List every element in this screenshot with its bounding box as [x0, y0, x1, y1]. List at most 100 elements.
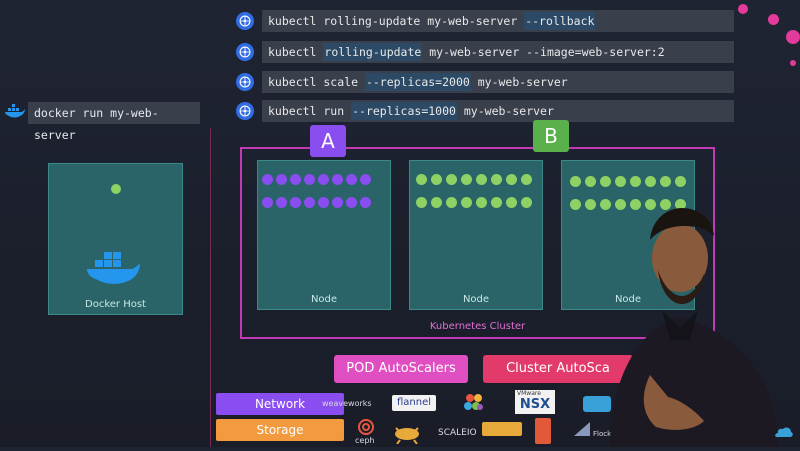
- pod: [615, 176, 626, 187]
- pod: [360, 197, 371, 208]
- decor-dot: [738, 4, 748, 14]
- pod: [346, 174, 357, 185]
- pod: [600, 199, 611, 210]
- command-text: kubectl scale --replicas=2000 my-web-ser…: [262, 71, 734, 93]
- ceph-logo-icon: [357, 418, 375, 440]
- command-text: kubectl run --replicas=1000 my-web-serve…: [262, 100, 734, 122]
- pod: [304, 197, 315, 208]
- pod: [600, 176, 611, 187]
- pod: [570, 199, 581, 210]
- pod: [645, 176, 656, 187]
- weaveworks-logo: weaveworks: [322, 399, 372, 408]
- pod: [416, 197, 427, 208]
- glusterfs-logo-icon: [390, 420, 424, 448]
- pod: [585, 199, 596, 210]
- node: Node: [257, 160, 391, 310]
- flannel-logo: flannel: [392, 395, 436, 411]
- pod: [346, 197, 357, 208]
- pod: [491, 197, 502, 208]
- cloud-logo-icon: [583, 396, 611, 412]
- flannel-logo-text: flannel: [396, 397, 432, 408]
- network-tag: Network: [216, 393, 344, 415]
- pod: [318, 197, 329, 208]
- pod: [304, 174, 315, 185]
- docker-whale-icon: [85, 250, 145, 294]
- pod: [476, 174, 487, 185]
- kubernetes-icon: [236, 43, 254, 61]
- pod-group: [570, 176, 690, 210]
- docker-host: Docker Host: [48, 163, 183, 315]
- pod: [416, 174, 427, 185]
- pod-group: [262, 174, 374, 208]
- decor-dot: [790, 60, 796, 66]
- docker-icon: [4, 104, 26, 124]
- nsx-text: NSX: [519, 397, 551, 412]
- pod: [506, 174, 517, 185]
- scaleio-logo: SCALEIO: [438, 428, 477, 438]
- ceph-logo: ceph: [355, 436, 375, 445]
- presenter: [590, 200, 800, 447]
- pod: [491, 174, 502, 185]
- command-text: kubectl rolling-update my-web-server --r…: [262, 10, 734, 32]
- node-label: Node: [310, 294, 338, 305]
- kubernetes-icon: [236, 12, 254, 30]
- pod: [431, 197, 442, 208]
- cluster-label: Kubernetes Cluster: [429, 321, 526, 332]
- pod-autoscalers-button[interactable]: POD AutoScalers: [334, 355, 468, 383]
- pod: [446, 197, 457, 208]
- pod: [660, 176, 671, 187]
- pod: [262, 197, 273, 208]
- pod: [521, 174, 532, 185]
- storage-tag: Storage: [216, 419, 344, 441]
- decor-dot: [786, 30, 800, 44]
- pod: [461, 197, 472, 208]
- pod: [675, 176, 686, 187]
- pod: [615, 199, 626, 210]
- kubernetes-icon: [236, 102, 254, 120]
- pod: [630, 176, 641, 187]
- docker-host-label: Docker Host: [85, 299, 146, 310]
- pod: [675, 199, 686, 210]
- pod: [476, 197, 487, 208]
- pod: [446, 174, 457, 185]
- version-a-badge: A: [310, 125, 346, 157]
- command-row: kubectl rolling-update my-web-server --r…: [236, 10, 734, 32]
- node: Node: [409, 160, 543, 310]
- pod: [332, 174, 343, 185]
- kubernetes-icon: [236, 73, 254, 91]
- divider: [210, 128, 211, 447]
- command-row: kubectl rolling-update my-web-server --i…: [236, 41, 734, 63]
- pod: [630, 199, 641, 210]
- pod: [431, 174, 442, 185]
- channel-logo-icon: [774, 424, 794, 443]
- portworx-logo-icon: [482, 422, 522, 436]
- pod: [332, 197, 343, 208]
- kubernetes-cluster: Kubernetes Cluster: [240, 147, 715, 339]
- storage-box-icon: [535, 418, 551, 444]
- pod: [111, 184, 121, 194]
- command-row: kubectl run --replicas=1000 my-web-serve…: [236, 100, 734, 122]
- pod: [290, 197, 301, 208]
- pod: [521, 197, 532, 208]
- node-label: Node: [614, 294, 642, 305]
- calico-logo-icon: [463, 392, 485, 418]
- pod: [585, 176, 596, 187]
- node-label: Node: [462, 294, 490, 305]
- cluster-autoscalers-button[interactable]: Cluster AutoSca: [483, 355, 633, 383]
- pod: [262, 174, 273, 185]
- docker-command: docker run my-web-server: [28, 102, 200, 142]
- command-text: kubectl rolling-update my-web-server --i…: [262, 41, 734, 63]
- pod: [290, 174, 301, 185]
- vmware-text: VMware: [517, 390, 541, 397]
- pod: [506, 197, 517, 208]
- pod: [570, 176, 581, 187]
- pod-group: [416, 174, 536, 208]
- vmware-nsx-logo: VMware NSX: [515, 390, 555, 414]
- pod: [461, 174, 472, 185]
- pod: [318, 174, 329, 185]
- flocker-logo: Flocker: [593, 430, 619, 438]
- pod: [645, 199, 656, 210]
- decor-dot: [768, 14, 779, 25]
- pod: [276, 174, 287, 185]
- flocker-logo-icon: [572, 420, 592, 442]
